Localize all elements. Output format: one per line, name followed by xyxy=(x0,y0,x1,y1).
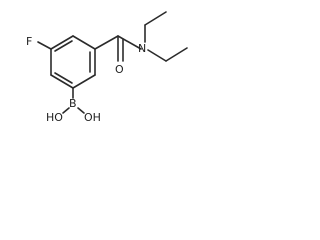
ring-double-bond-c3-c4 xyxy=(54,72,73,84)
bond-ethyl-b-terminal xyxy=(165,47,188,62)
hydroxyl-left-label: HO xyxy=(46,111,63,124)
ring-bond-c3-c4 xyxy=(50,74,74,89)
fluorine-label: F xyxy=(26,35,32,48)
ring-bond-c5-c6 xyxy=(50,35,74,50)
bond-ring-fluorine xyxy=(37,41,52,50)
ring-bond-c6-c1 xyxy=(72,35,96,50)
hydroxyl-right-label: OH xyxy=(84,111,101,124)
bond-ring-carbonyl xyxy=(94,35,119,50)
molecule-structure: F B HO OH O N xyxy=(26,11,188,124)
carbonyl-oxygen-label: O xyxy=(115,63,124,76)
bond-boron-oh-left xyxy=(62,107,70,114)
boron-label: B xyxy=(69,97,77,110)
structure-canvas: F B HO OH O N xyxy=(0,0,203,125)
benzene-ring xyxy=(50,35,96,89)
bond-boron-oh-right xyxy=(77,107,85,114)
ring-double-bond-c5-c6 xyxy=(54,40,73,52)
bond-ethyl-a-terminal xyxy=(144,11,167,26)
nitrogen-label: N xyxy=(138,42,146,55)
bond-nitrogen-ethyl-b xyxy=(147,49,167,62)
ring-bond-c2-c3 xyxy=(72,74,96,89)
bond-carbonyl-nitrogen xyxy=(117,35,142,50)
